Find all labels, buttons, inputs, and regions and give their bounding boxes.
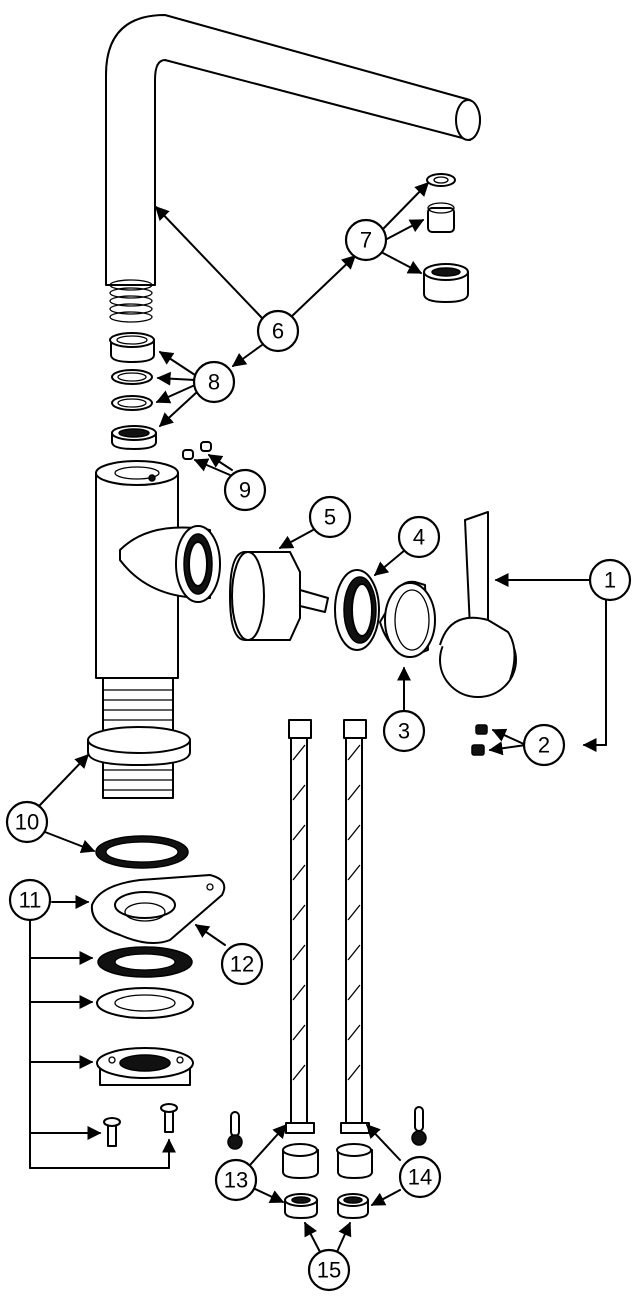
svg-text:9: 9 <box>239 478 251 503</box>
faucet-body <box>87 460 221 799</box>
grub-screws-top <box>182 441 212 460</box>
svg-text:3: 3 <box>398 719 410 744</box>
grub-screws-handle <box>471 724 488 756</box>
callout-7: 7 <box>344 218 388 262</box>
callout-3: 3 <box>382 709 426 753</box>
svg-text:10: 10 <box>15 810 39 835</box>
callout-14: 14 <box>398 1155 442 1199</box>
hose-right <box>336 719 373 1179</box>
svg-text:7: 7 <box>360 228 372 253</box>
hose-adapters <box>284 1193 369 1219</box>
thermometer-icon-hot <box>411 1106 427 1146</box>
callout-5: 5 <box>308 495 352 539</box>
bolts <box>103 1103 178 1147</box>
svg-text:5: 5 <box>324 505 336 530</box>
svg-text:15: 15 <box>317 1258 341 1283</box>
callout-15: 15 <box>307 1248 351 1292</box>
cartridge <box>229 551 329 641</box>
callout-12: 12 <box>220 942 264 986</box>
svg-text:1: 1 <box>604 568 616 593</box>
svg-text:2: 2 <box>538 733 550 758</box>
svg-text:4: 4 <box>413 525 425 550</box>
mounting-nut <box>96 1047 194 1086</box>
washer <box>96 987 194 1019</box>
o-ring-black <box>95 835 189 869</box>
shroud <box>379 580 436 658</box>
gasket-black <box>97 946 193 978</box>
callout-1: 1 <box>588 558 632 602</box>
spout <box>105 14 481 323</box>
callout-6: 6 <box>256 309 300 353</box>
hose-left <box>282 719 319 1179</box>
cartridge-nut <box>334 569 380 651</box>
callout-11: 11 <box>8 878 52 922</box>
svg-text:11: 11 <box>19 888 42 913</box>
triangular-plate <box>90 874 226 945</box>
handle-lever <box>439 511 517 698</box>
callout-4: 4 <box>397 515 441 559</box>
svg-text:8: 8 <box>208 370 220 395</box>
svg-text:14: 14 <box>408 1165 432 1190</box>
leader-lines <box>29 181 607 1253</box>
seal-rings <box>109 332 157 450</box>
callout-9: 9 <box>223 468 267 512</box>
callout-10: 10 <box>5 800 49 844</box>
svg-text:6: 6 <box>272 319 284 344</box>
callout-13: 13 <box>214 1158 258 1202</box>
svg-text:12: 12 <box>230 952 254 977</box>
svg-text:13: 13 <box>224 1168 248 1193</box>
callout-2: 2 <box>522 723 566 767</box>
callout-8: 8 <box>192 360 236 404</box>
thermometer-icon-cold <box>227 1111 243 1150</box>
spout-spring-thread <box>109 279 153 323</box>
aerator-parts <box>423 173 469 303</box>
